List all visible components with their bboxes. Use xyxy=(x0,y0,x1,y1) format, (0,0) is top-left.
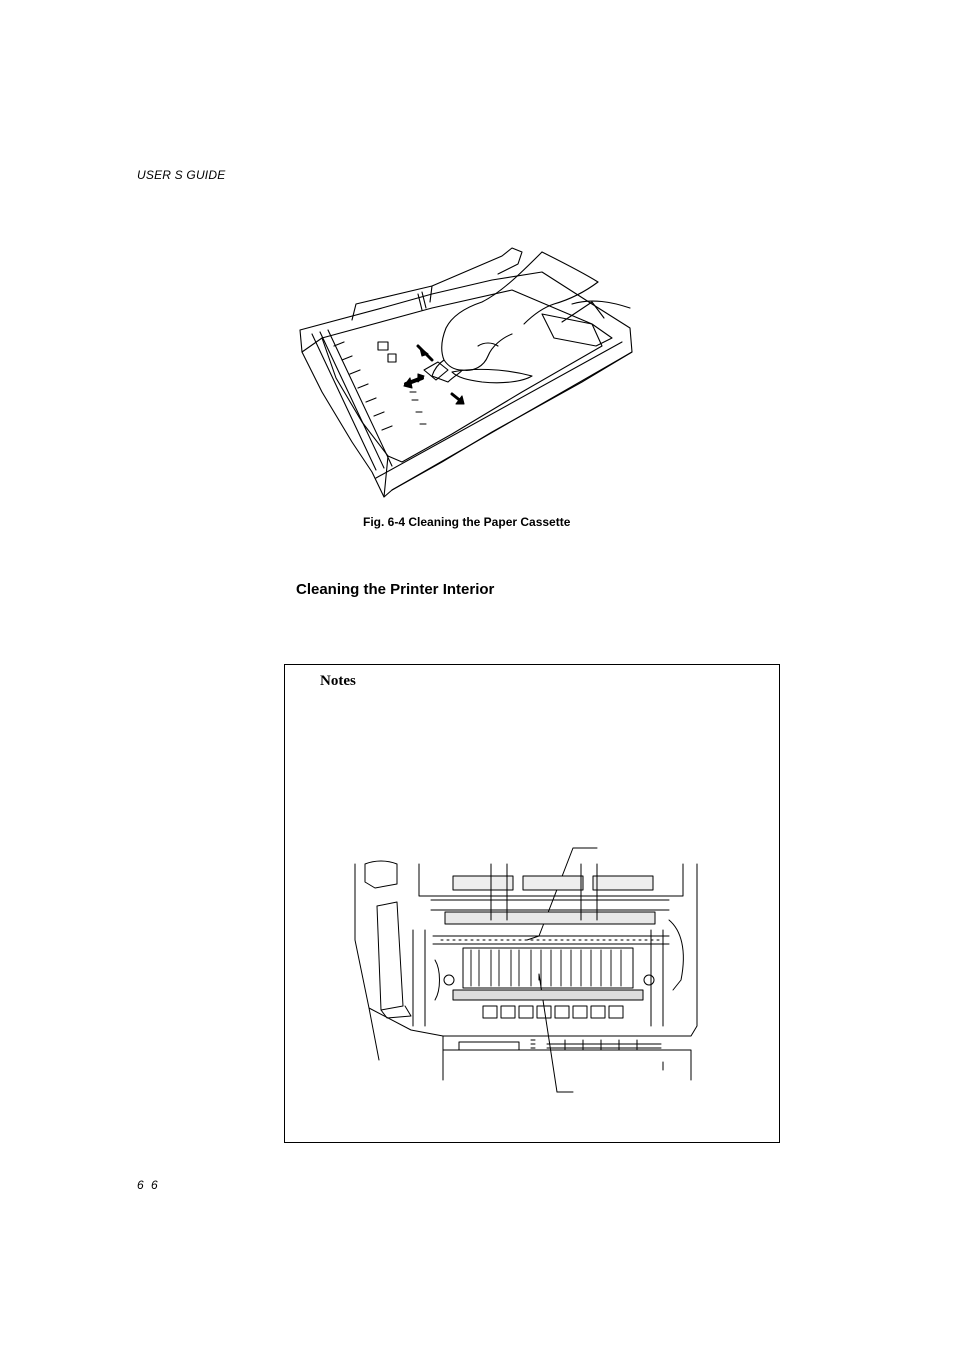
paper-cassette-illustration xyxy=(292,242,638,502)
running-header: USER S GUIDE xyxy=(137,168,226,182)
figure-caption: Fig. 6-4 Cleaning the Paper Cassette xyxy=(363,515,571,529)
section-heading: Cleaning the Printer Interior xyxy=(296,581,495,598)
notes-title: Notes xyxy=(320,673,356,689)
printer-interior-illustration xyxy=(351,840,717,1100)
page-number: 6 6 xyxy=(137,1178,158,1192)
notes-box: Notes xyxy=(284,664,780,1143)
